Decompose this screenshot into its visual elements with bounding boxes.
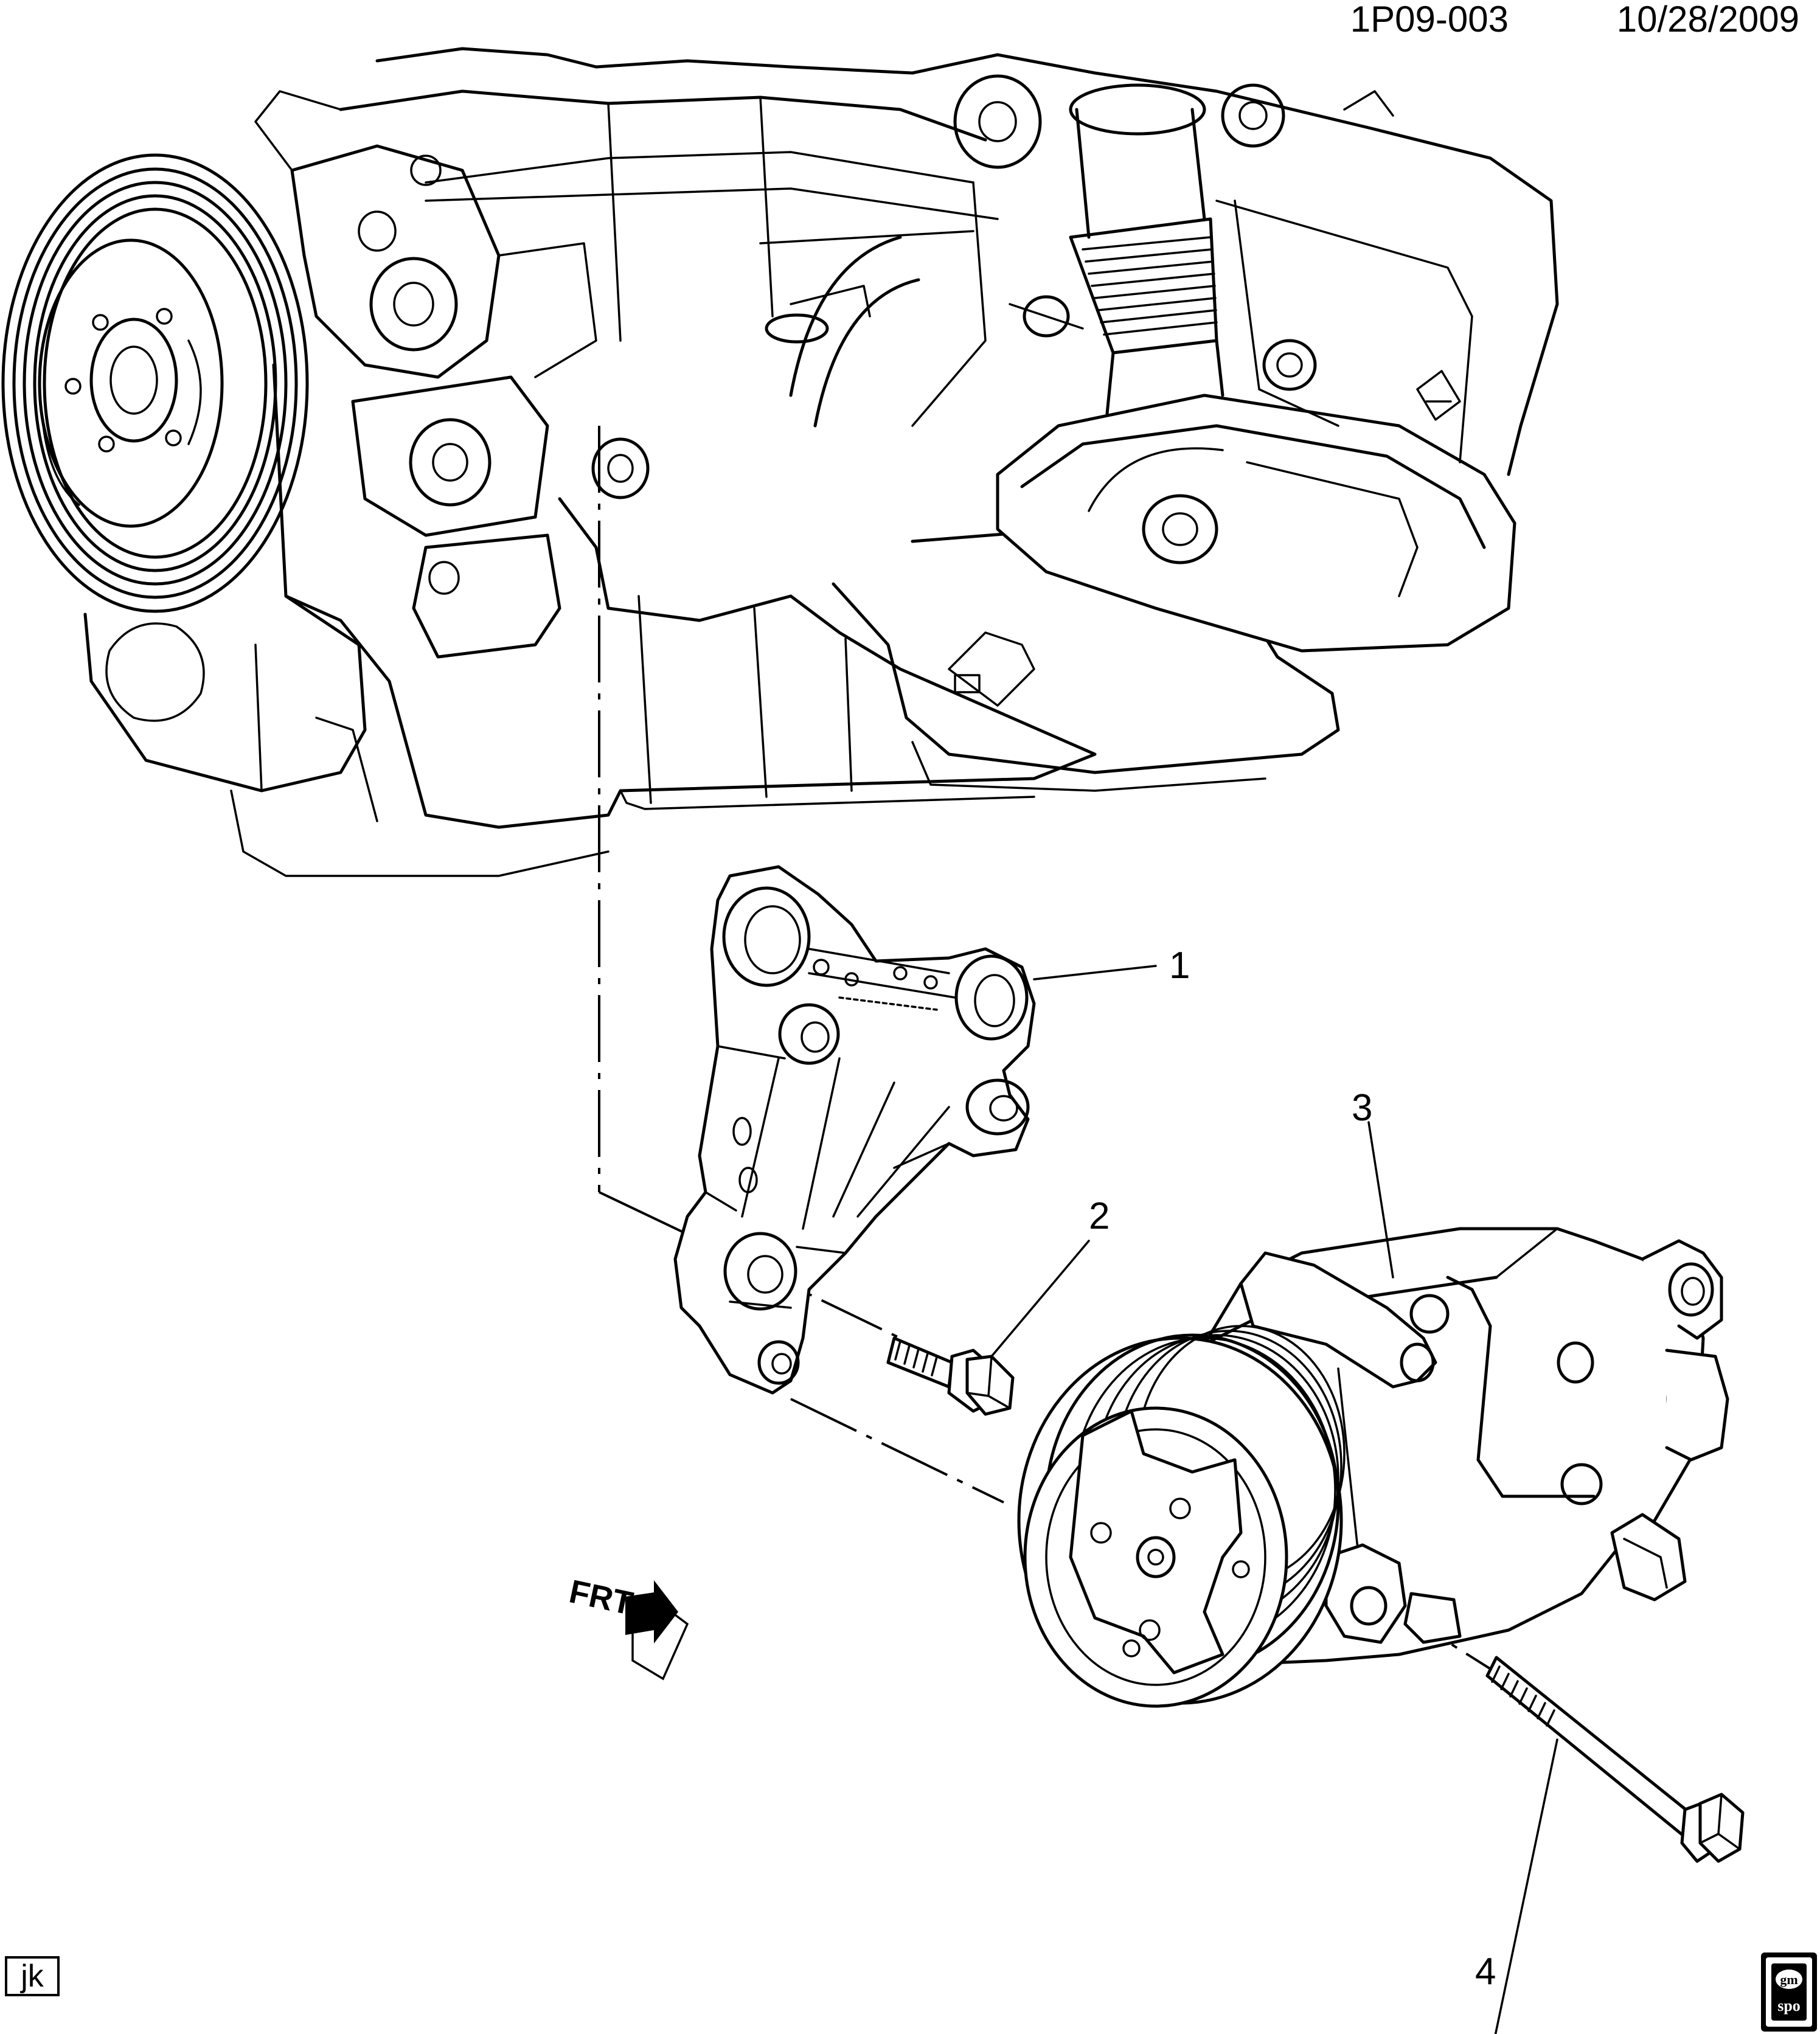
- drawing-id: 1P09-003: [1350, 0, 1509, 40]
- logo-text-bottom: spo: [1777, 1997, 1801, 2015]
- author-initials-box: jk: [5, 1956, 60, 1996]
- author-initials: jk: [19, 1959, 44, 1994]
- compressor-mounting-bracket[interactable]: [673, 865, 1036, 1395]
- gm-spo-logo-icon: gm spo: [1761, 1952, 1817, 2032]
- logo-text-top: gm: [1780, 1972, 1797, 1987]
- compressor-bolt[interactable]: [1485, 1656, 1745, 1863]
- callout-2: 2: [1089, 1195, 1110, 1237]
- exhaust-flex-pipe: [1069, 83, 1224, 415]
- callout-1: 1: [1169, 945, 1190, 987]
- ac-compressor[interactable]: [1017, 1227, 1729, 1708]
- crank-pulley: [1, 153, 309, 613]
- bracket-bolt[interactable]: [886, 1336, 1015, 1416]
- engine-block-illustration: [1, 47, 1559, 877]
- callout-4: 4: [1475, 1951, 1496, 1993]
- front-direction-label: FRT: [566, 1573, 636, 1622]
- front-arrow-icon: [625, 1580, 689, 1681]
- leader-lines: [990, 965, 1558, 2034]
- callout-3: 3: [1352, 1087, 1372, 1129]
- drawing-date: 10/28/2009: [1617, 0, 1799, 40]
- front-direction-marker: FRT: [566, 1573, 689, 1681]
